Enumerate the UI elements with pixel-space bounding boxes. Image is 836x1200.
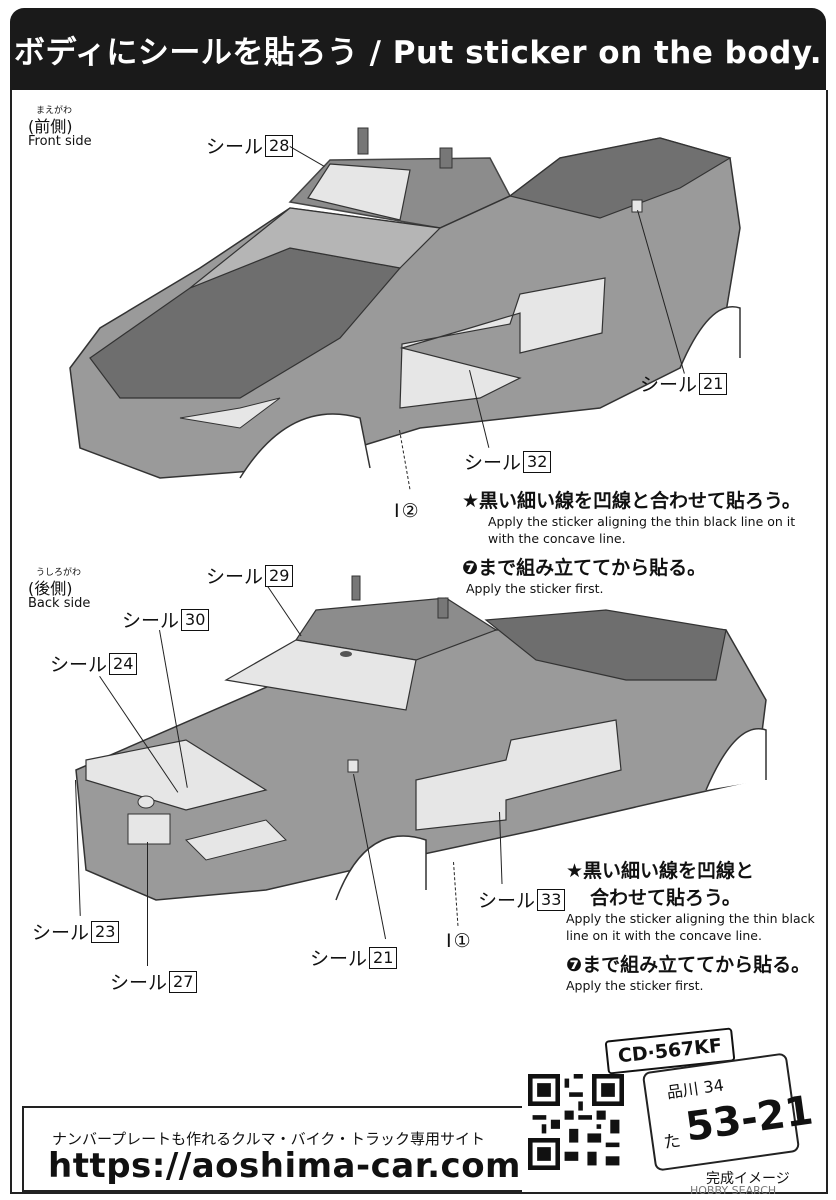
sticker-30: [85, 739, 268, 811]
back-label-en: Back side: [28, 596, 91, 611]
back-rear-wheel-arch: [335, 835, 427, 901]
sticker-33: [415, 719, 622, 831]
leader-27: [147, 842, 148, 966]
front-note: ★黒い細い線を凹線と合わせて貼ろう。 Apply the sticker ali…: [462, 490, 801, 596]
front-label-jp: (前側): [28, 117, 73, 136]
watermark: HOBBY SEARCH: [690, 1184, 777, 1197]
back-car-illustration: [75, 575, 767, 901]
qr-code-icon[interactable]: [528, 1074, 624, 1170]
sticker-28: [307, 163, 411, 221]
back-front-wheel-arch: [705, 728, 767, 791]
plate-kana: た: [662, 1130, 683, 1154]
page-header: ボディにシールを貼ろう / Put sticker on the body.: [10, 8, 826, 90]
roof-antenna-right: [439, 147, 453, 169]
sticker-29-hole: [340, 651, 352, 657]
front-car-illustration: [69, 127, 741, 479]
sticker-24-emblem: [137, 795, 155, 809]
back-ruby: うしろがわ: [36, 568, 82, 578]
front-side-label: まえがわ (前側) Front side: [28, 104, 92, 149]
sticker-32: [399, 277, 606, 409]
sticker-21-front: [631, 199, 643, 213]
back-side-label: うしろがわ (後側) Back side: [28, 566, 90, 611]
back-antenna-right: [437, 597, 449, 619]
back-label-jp: (後側): [28, 579, 73, 598]
rear-roof: [508, 137, 732, 219]
sticker-21-back: [347, 759, 359, 773]
roof-antenna-left: [357, 127, 369, 155]
back-antenna-left: [351, 575, 361, 601]
website-banner-text: ナンバープレートも作れるクルマ・バイク・トラック専用サイト: [52, 1130, 486, 1148]
content-frame: [10, 90, 828, 1194]
sticker-29: [224, 639, 417, 711]
front-wheel-arch: [239, 413, 371, 479]
website-banner-box: [22, 1106, 522, 1192]
sample-plate-large: 品川 34 た 53-21: [641, 1052, 816, 1172]
windshield-opening: [189, 207, 442, 289]
rear-wheel-arch: [679, 306, 741, 369]
headlight: [179, 397, 281, 429]
complete-image-label: 完成イメージ: [706, 1171, 790, 1187]
page-title: ボディにシールを貼ろう / Put sticker on the body.: [14, 34, 822, 71]
taillight: [185, 819, 287, 861]
back-note: ★黒い細い線を凹線と 合わせて貼ろう。 Apply the sticker al…: [566, 860, 815, 993]
front-ruby: まえがわ: [36, 106, 73, 116]
front-label-en: Front side: [28, 134, 92, 149]
back-roof: [484, 609, 727, 681]
sticker-27: [127, 813, 171, 845]
plate-region: 品川 34: [665, 1075, 726, 1103]
website-url[interactable]: https://aoshima-car.com: [48, 1146, 521, 1186]
